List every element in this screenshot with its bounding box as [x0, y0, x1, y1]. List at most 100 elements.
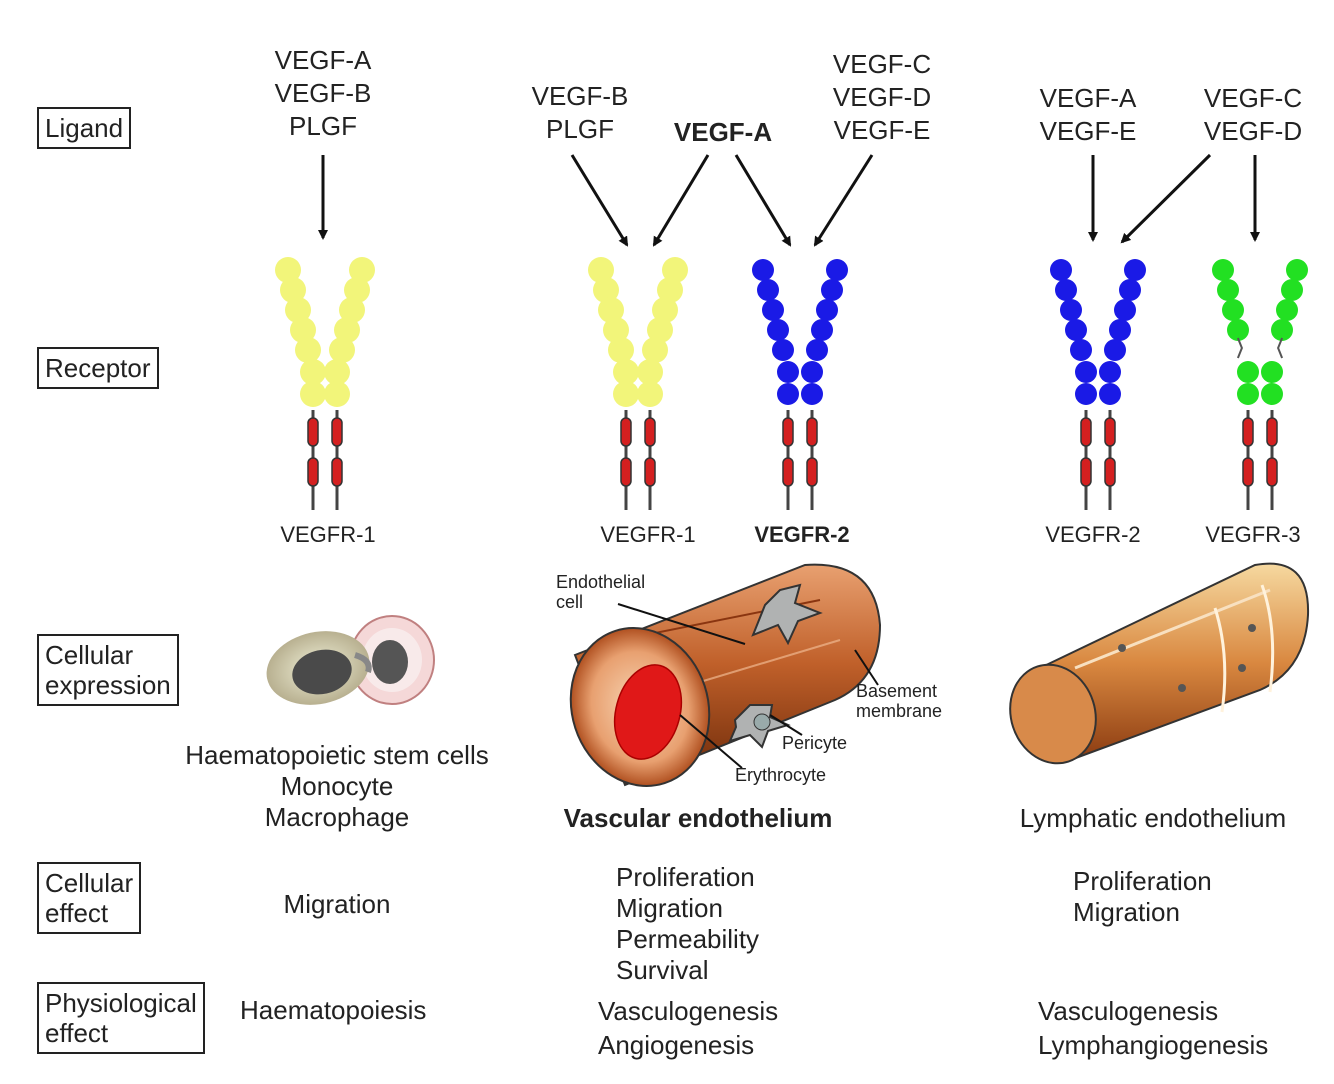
ig-domain [811, 319, 833, 341]
ig-domain [1055, 279, 1077, 301]
cellular-effect-col1: Migration [283, 889, 391, 919]
ig-domain [334, 317, 360, 343]
kinase-domain [1080, 457, 1092, 487]
ig-domain [752, 259, 774, 281]
receptor-name-5: VEGFR-3 [1205, 522, 1301, 547]
transmembrane-domain [307, 417, 319, 447]
receptor-name-2: VEGFR-1 [600, 522, 696, 547]
receptor-vegfr1-col1 [275, 257, 375, 510]
ig-domain [588, 257, 614, 283]
arrow-vegfb-to-vegfr1 [570, 154, 629, 247]
kinase-domain [782, 457, 794, 487]
ig-domain [801, 383, 823, 405]
kinase-domain [644, 457, 656, 487]
ig-domain [1286, 259, 1308, 281]
label-pericyte: Pericyte [782, 733, 848, 753]
ig-domain [1065, 319, 1087, 341]
ig-domain [329, 337, 355, 363]
ig-domain [1261, 383, 1283, 405]
transmembrane-domain [1080, 417, 1092, 447]
receptor-name-1: VEGFR-1 [280, 522, 376, 547]
ig-domain [821, 279, 843, 301]
receptor-name-4: VEGFR-2 [1045, 522, 1141, 547]
ig-domain [762, 299, 784, 321]
ig-domain [1276, 299, 1298, 321]
kinase-domain [331, 457, 343, 487]
blood-vessel-illustration [569, 563, 882, 787]
ig-domain [816, 299, 838, 321]
arrow-vegfa-to-vegfr2 [734, 154, 792, 247]
ig-domain [652, 297, 678, 323]
ig-domain [1104, 339, 1126, 361]
ig-domain [1281, 279, 1303, 301]
ig-domain [1099, 383, 1121, 405]
ig-domain [603, 317, 629, 343]
ig-domain [1212, 259, 1234, 281]
ig-domain [1060, 299, 1082, 321]
ig-domain [647, 317, 673, 343]
transmembrane-domain [1266, 417, 1278, 447]
kinase-domain [620, 457, 632, 487]
ig-domain [801, 361, 823, 383]
ig-domain [662, 257, 688, 283]
ig-domain [275, 257, 301, 283]
ig-domain [1050, 259, 1072, 281]
ig-domain [757, 279, 779, 301]
ig-domain [1261, 361, 1283, 383]
transmembrane-domain [620, 417, 632, 447]
receptors [275, 257, 1308, 510]
receptor-vegfr2-col2 [752, 259, 848, 510]
ig-domain [806, 339, 828, 361]
transmembrane-domain [806, 417, 818, 447]
transmembrane-domain [1242, 417, 1254, 447]
ig-domain [1075, 383, 1097, 405]
ig-domain [637, 381, 663, 407]
receptor-vegfr3-col3 [1212, 259, 1308, 510]
ig-domain [295, 337, 321, 363]
pericyte-shape [751, 583, 823, 646]
transmembrane-domain [1104, 417, 1116, 447]
ig-domain [826, 259, 848, 281]
ligand-col2-center: VEGF-A [673, 117, 773, 147]
ig-domain [777, 383, 799, 405]
ig-domain [300, 359, 326, 385]
ig-domain [324, 381, 350, 407]
ig-domain [772, 339, 794, 361]
lymphatic-vessel-illustration [1009, 562, 1310, 765]
receptor-vegfr2-col3 [1050, 259, 1146, 510]
transmembrane-domain [331, 417, 343, 447]
ig-domain [1124, 259, 1146, 281]
ig-domain [1109, 319, 1131, 341]
haematopoietic-cells-illustration [266, 615, 435, 705]
ig-domain [290, 317, 316, 343]
ig-domain [300, 381, 326, 407]
ig-domain [1217, 279, 1239, 301]
ig-domain [1114, 299, 1136, 321]
erythrocyte-shape [613, 664, 683, 760]
ig-domain [777, 361, 799, 383]
arrow-vegfc-to-vegfr2 [813, 154, 874, 247]
ig-domain [1237, 383, 1259, 405]
ig-domain [1099, 361, 1121, 383]
ig-domain [767, 319, 789, 341]
ig-domain [598, 297, 624, 323]
ig-domain [657, 277, 683, 303]
receptor-name-3: VEGFR-2 [754, 522, 850, 547]
transmembrane-domain [644, 417, 656, 447]
ig-domain [613, 381, 639, 407]
expression-col3: Lymphatic endothelium [1019, 803, 1287, 833]
expression-col2: Vascular endothelium [563, 803, 833, 833]
ig-domain [349, 257, 375, 283]
ig-domain [1119, 279, 1141, 301]
